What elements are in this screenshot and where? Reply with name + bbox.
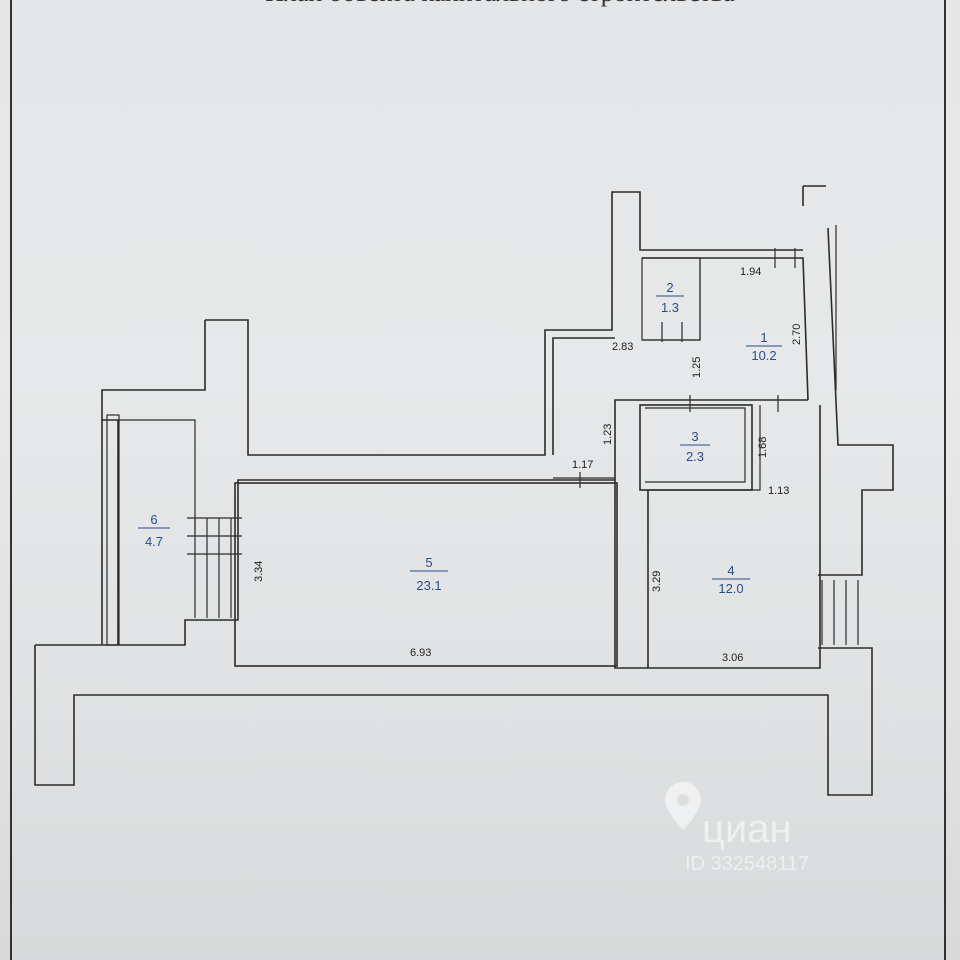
room-label-3: 3 2.3: [680, 429, 710, 464]
dimension-label: 3.06: [722, 652, 743, 664]
plan-title: План объекта капитального строительства: [200, 0, 800, 8]
room-number: 5: [425, 555, 432, 570]
sheet-border-right: [944, 0, 946, 960]
dimension-label: 6.93: [410, 647, 431, 659]
corridor-walls: [553, 399, 808, 669]
dimension-label: 1.13: [768, 485, 789, 497]
room-label-4: 4 12.0: [712, 563, 750, 596]
dimension-label: 1.25: [691, 357, 703, 378]
room-label-6: 6 4.7: [138, 512, 170, 549]
room-5-walls: [234, 482, 618, 667]
room-area: 12.0: [718, 581, 743, 596]
outer-walls: [34, 185, 894, 796]
room-number: 3: [691, 429, 698, 444]
room-1-walls: [642, 248, 809, 401]
dimension-label: 1.94: [740, 266, 761, 278]
room-label-2: 2 1.3: [656, 280, 684, 315]
dimension-label: 1.23: [602, 424, 614, 445]
room-area: 10.2: [751, 348, 776, 363]
location-pin-icon: [665, 782, 701, 830]
room-2-walls: [641, 257, 701, 342]
dimension-label: 2.70: [791, 324, 803, 345]
room-number: 2: [666, 280, 673, 295]
watermark-id: ID 332548117: [685, 853, 809, 875]
room-area: 2.3: [686, 449, 704, 464]
room-number: 1: [760, 330, 767, 345]
dimension-label: 1.68: [757, 437, 769, 458]
room-area: 23.1: [416, 578, 441, 593]
room-label-1: 1 10.2: [746, 330, 782, 363]
room-area: 1.3: [661, 300, 679, 315]
room-label-5: 5 23.1: [410, 555, 448, 593]
watermark: циан ID 332548117: [665, 782, 809, 875]
dimension-label: 2.83: [612, 341, 633, 353]
room-4-walls: [647, 405, 821, 669]
room-area: 4.7: [145, 534, 163, 549]
room-6-walls: [106, 414, 196, 646]
room-number: 4: [727, 563, 734, 578]
watermark-brand: циан: [702, 807, 792, 851]
left-stairs: [187, 517, 242, 618]
dimension-label: 3.34: [253, 561, 265, 582]
dimension-label: 1.17: [572, 459, 593, 471]
right-stairs: [821, 580, 859, 645]
sheet-border-left: [10, 0, 12, 960]
dimension-label: 3.29: [651, 571, 663, 592]
room-number: 6: [150, 512, 157, 527]
